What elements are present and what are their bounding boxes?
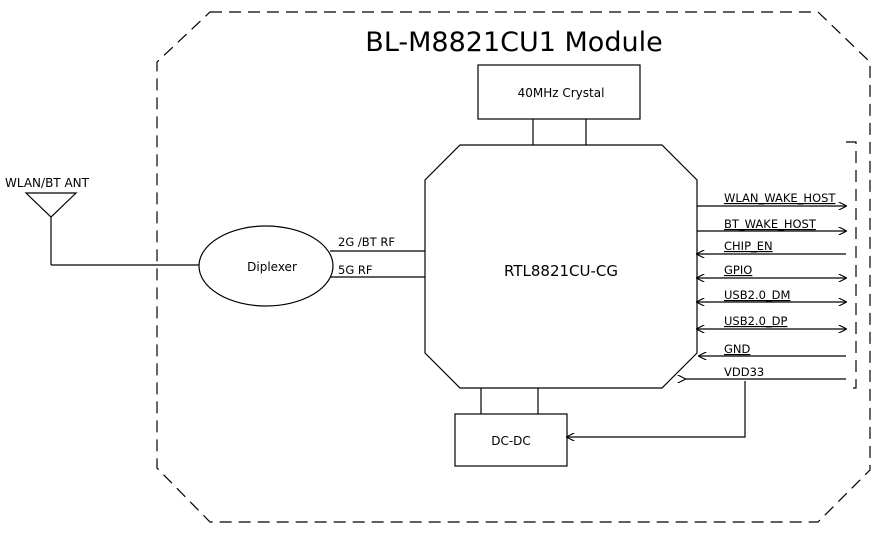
diplexer-block <box>198 225 334 307</box>
diplexer-label: Diplexer <box>247 260 297 274</box>
signal-label-wlan-wake-host: WLAN_WAKE_HOST <box>724 191 836 205</box>
crystal-block <box>477 64 641 120</box>
chip-block <box>424 144 698 389</box>
signal-label-gpio: GPIO <box>724 263 752 277</box>
module-boundary <box>156 11 871 523</box>
dcdc-label: DC-DC <box>491 434 531 448</box>
signal-label-bt-wake-host: BT_WAKE_HOST <box>724 217 817 231</box>
rf-link-label-5g: 5G RF <box>338 263 373 277</box>
dcdc-block <box>454 413 568 467</box>
signal-label-vdd33: VDD33 <box>724 365 764 379</box>
signal-label-usb-dp: USB2.0_DP <box>724 314 788 328</box>
signal-label-usb-dm: USB2.0_DM <box>724 288 790 302</box>
chip-label: RTL8821CU-CG <box>504 262 618 280</box>
connector-bracket <box>846 141 857 389</box>
antenna-label: WLAN/BT ANT <box>5 176 90 190</box>
signal-label-gnd: GND <box>724 342 751 356</box>
crystal-label: 40MHz Crystal <box>518 86 605 100</box>
antenna-icon <box>24 192 200 266</box>
module-title: BL-M8821CU1 Module <box>365 27 662 58</box>
rf-link-label-2g: 2G /BT RF <box>338 235 395 249</box>
vdd33-to-dcdc-line <box>567 381 746 437</box>
signal-label-chip-en: CHIP_EN <box>724 239 773 253</box>
